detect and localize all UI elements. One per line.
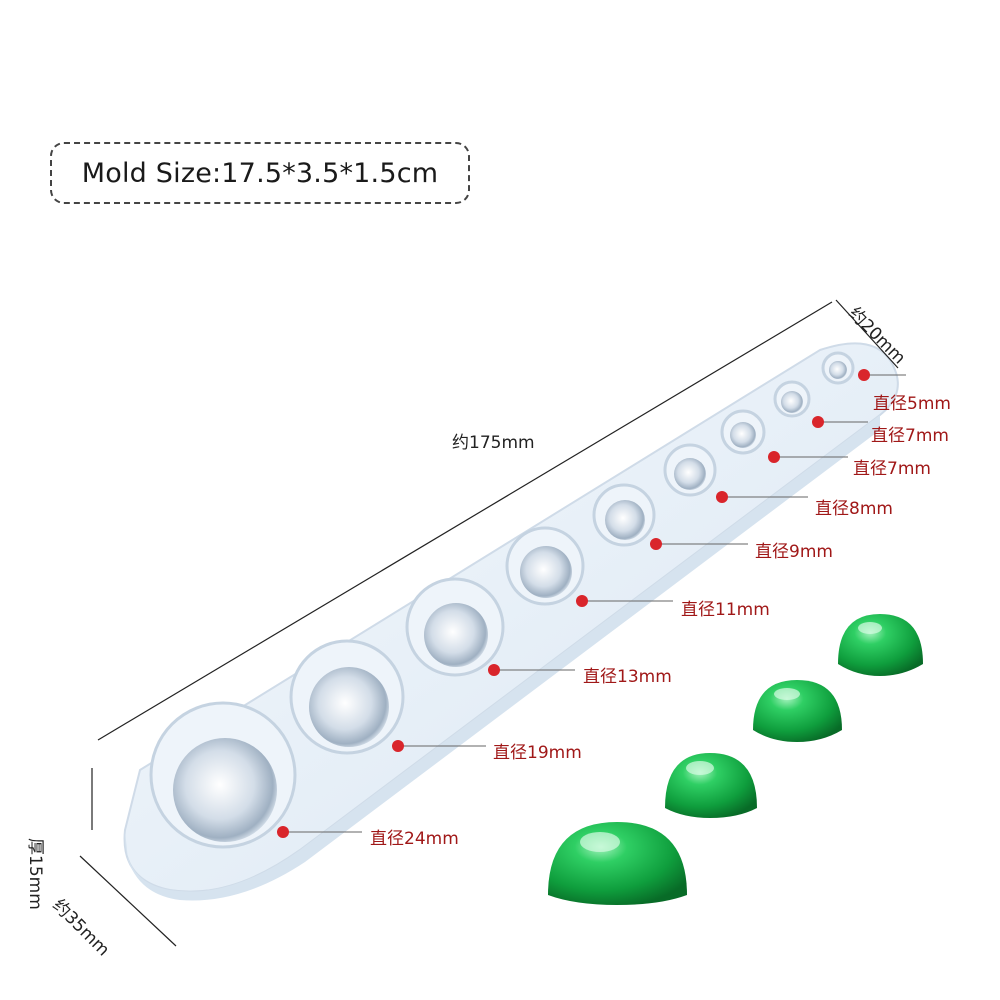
cavity-label-5mm: 直径5mm <box>873 394 951 414</box>
cavity-label-8mm: 直径8mm <box>815 499 893 519</box>
mold-size-box: Mold Size:17.5*3.5*1.5cm <box>50 142 470 204</box>
dimension-lines <box>79 299 899 947</box>
mold-size-text: Mold Size:17.5*3.5*1.5cm <box>81 157 439 189</box>
cavity-label-7mm-a: 直径7mm <box>871 426 949 446</box>
leader-7mm-a <box>812 416 868 428</box>
green-dome-large <box>548 822 687 905</box>
height-label: 厚15mm <box>25 838 45 910</box>
cavity-label-9mm: 直径9mm <box>755 542 833 562</box>
leader-24mm <box>277 826 362 838</box>
cavity-7mm-a <box>720 409 766 455</box>
leader-13mm <box>488 664 575 676</box>
green-dome-smallest <box>838 614 923 676</box>
cavity-19mm <box>289 639 405 755</box>
green-resin-domes <box>548 614 923 905</box>
label-leaders <box>277 369 906 838</box>
width-bottom-line <box>79 855 177 947</box>
cavity-label-7mm-b: 直径7mm <box>853 459 931 479</box>
cavity-label-24mm: 直径24mm <box>370 829 459 849</box>
mold-cavities <box>149 351 855 849</box>
leader-7mm-b <box>768 451 848 463</box>
leader-19mm <box>392 740 486 752</box>
leader-9mm <box>650 538 748 550</box>
leader-5mm <box>858 369 906 381</box>
cavity-24mm <box>149 701 297 849</box>
cavity-8mm <box>663 443 717 497</box>
cavity-label-11mm: 直径11mm <box>681 600 770 620</box>
length-label: 约175mm <box>452 433 535 453</box>
cavity-label-13mm: 直径13mm <box>583 667 672 687</box>
green-dome-small <box>753 680 842 742</box>
cavity-9mm <box>592 483 656 547</box>
leader-11mm <box>576 595 673 607</box>
width-top-line <box>835 299 899 369</box>
green-dome-medium <box>665 753 757 818</box>
cavity-7mm-b <box>773 380 811 418</box>
cavity-11mm <box>505 526 585 606</box>
cavity-5mm <box>821 351 855 385</box>
length-line <box>97 301 833 741</box>
cavity-label-19mm: 直径19mm <box>493 743 582 763</box>
cavity-13mm <box>405 577 505 677</box>
leader-8mm <box>716 491 808 503</box>
